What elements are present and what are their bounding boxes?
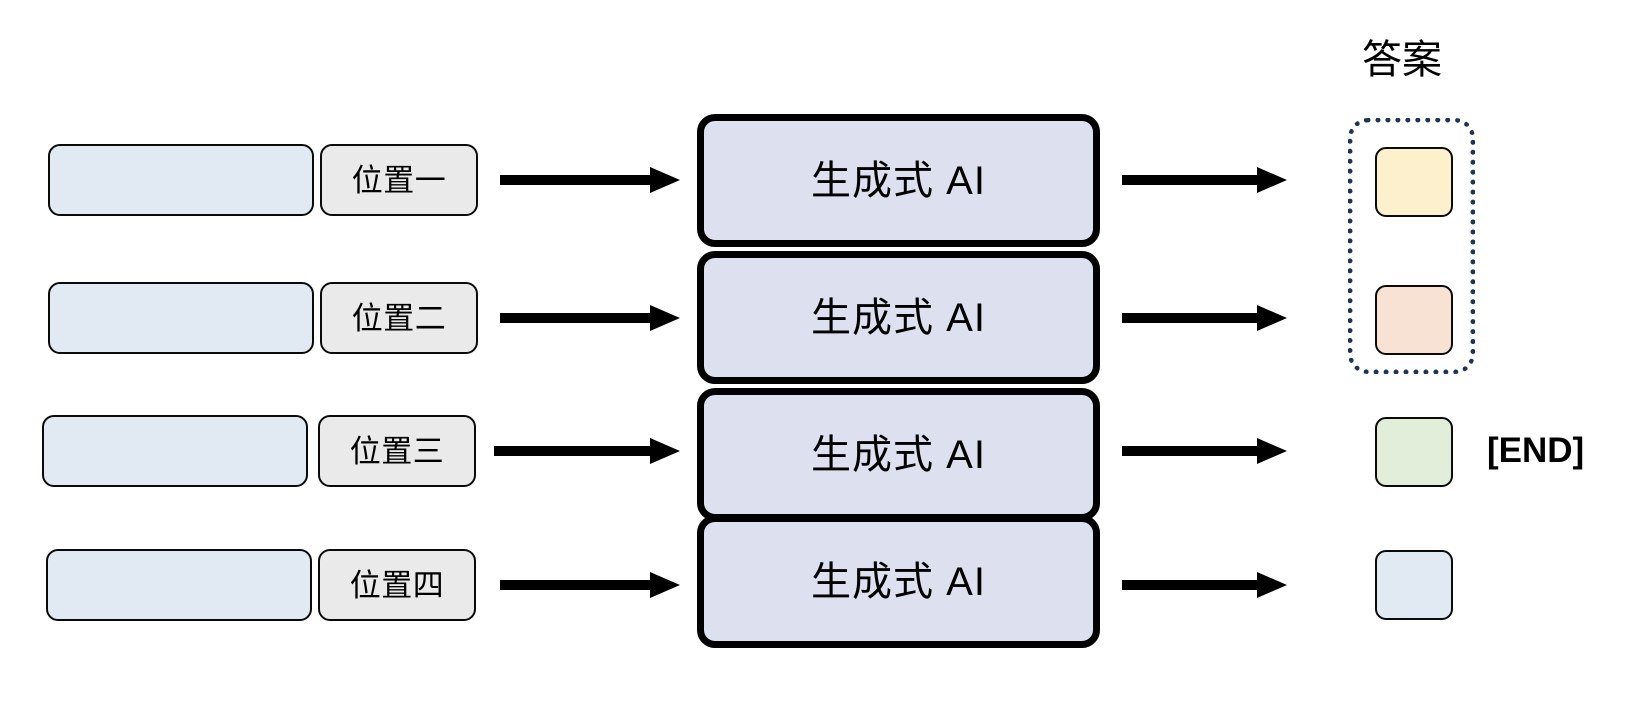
answer-section-title: 答案 (1362, 38, 1442, 82)
arrow-input-to-model-3 (494, 438, 680, 464)
position-chip-label-3: 位置三 (349, 433, 445, 469)
arrow-model-to-output-1 (1122, 167, 1287, 193)
output-token-square-1 (1375, 147, 1453, 217)
position-chip-label-2: 位置二 (351, 300, 447, 336)
output-token-square-2 (1375, 285, 1453, 355)
generative-ai-label-2: 生成式 AI (811, 295, 986, 340)
input-token-box-1 (48, 144, 314, 216)
position-chip-label-4: 位置四 (349, 567, 445, 603)
position-chip-2: 位置二 (320, 282, 478, 354)
position-chip-1: 位置一 (320, 144, 478, 216)
input-token-box-3 (42, 415, 308, 487)
output-token-square-3 (1375, 417, 1453, 487)
input-token-box-4 (46, 549, 312, 621)
position-chip-4: 位置四 (318, 549, 476, 621)
generative-ai-box-1: 生成式 AI (697, 114, 1100, 247)
arrow-model-to-output-4 (1122, 572, 1287, 598)
position-chip-3: 位置三 (318, 415, 476, 487)
answer-group-outline (1348, 118, 1475, 374)
position-chip-label-1: 位置一 (351, 162, 447, 198)
output-token-square-4 (1375, 550, 1453, 620)
generative-ai-box-2: 生成式 AI (697, 251, 1100, 384)
arrow-input-to-model-4 (500, 572, 680, 598)
generative-ai-box-4: 生成式 AI (697, 515, 1100, 648)
arrow-input-to-model-2 (500, 305, 680, 331)
generative-ai-label-4: 生成式 AI (811, 559, 986, 604)
end-token-label: [END] (1487, 431, 1585, 470)
generative-ai-box-3: 生成式 AI (697, 388, 1100, 521)
generative-ai-label-3: 生成式 AI (811, 432, 986, 477)
input-token-box-2 (48, 282, 314, 354)
arrow-model-to-output-3 (1122, 438, 1287, 464)
arrow-input-to-model-1 (500, 167, 680, 193)
arrow-model-to-output-2 (1122, 305, 1287, 331)
generative-ai-label-1: 生成式 AI (811, 158, 986, 203)
